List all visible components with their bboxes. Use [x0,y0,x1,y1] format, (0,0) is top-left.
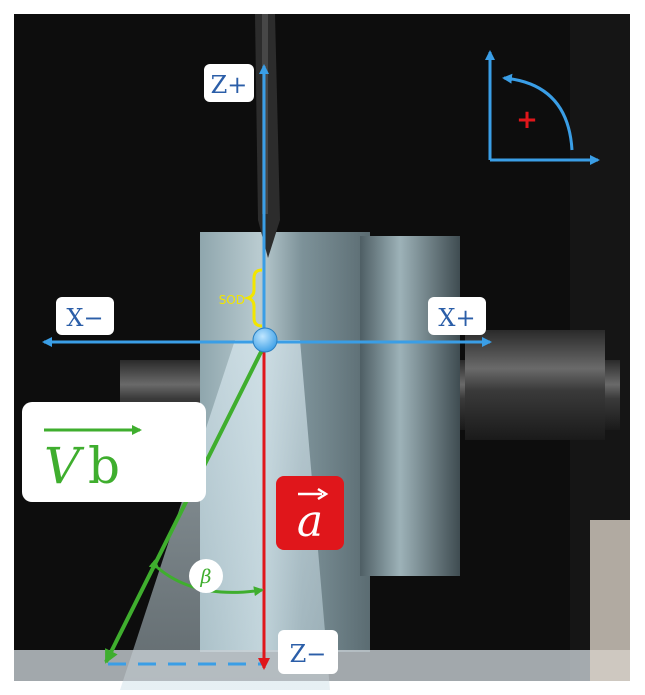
sod-brace [243,268,263,328]
beta-label: β [200,566,212,588]
shaft-collar [465,330,605,440]
x-plus-label-box: X+ [428,297,486,335]
z-plus-label-box: Z+ [204,64,254,102]
water-jet-spray [120,340,330,690]
acceleration-label-box: a [276,476,344,550]
z-minus-label-box: Z− [278,630,338,674]
velocity-vector [104,349,264,664]
rotation-legend: + [485,50,600,165]
velocity-label-box: V b [22,402,206,502]
x-minus-label: X− [66,304,103,332]
velocity-symbol: V [44,437,85,495]
velocity-suffix: b [88,437,120,495]
x-plus-label: X+ [438,304,475,332]
sod-label: SOD [219,293,245,307]
sod-indicator: SOD [219,268,263,328]
origin-point [252,327,278,353]
z-minus-label: Z− [290,640,327,668]
acceleration-symbol: a [297,496,323,547]
x-minus-label-box: X− [56,297,114,335]
beta-label-bubble [189,559,223,593]
workpiece-flange [360,236,460,576]
coordinate-axes [42,64,492,666]
positive-rotation-sign: + [516,105,538,135]
z-plus-label: Z+ [211,71,248,99]
legend-rotation-arc [502,73,574,151]
